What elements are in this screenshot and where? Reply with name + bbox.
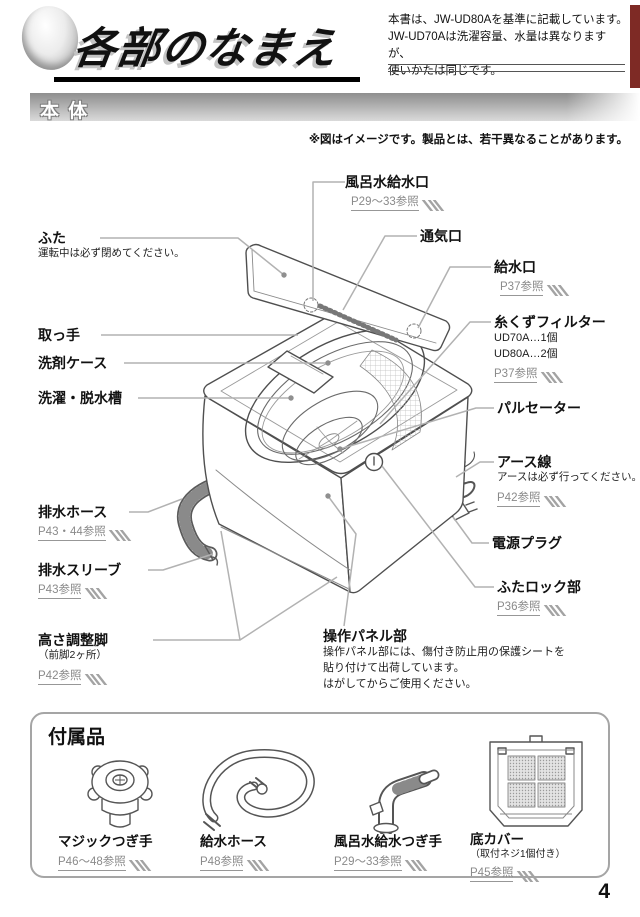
page-ref: P42参照 <box>497 489 640 507</box>
page-ref: P29～33参照 <box>351 193 445 211</box>
page-ref-text: P45参照 <box>470 864 514 882</box>
supply-hose-illustration <box>184 744 324 834</box>
page-ref-text: P43参照 <box>38 581 82 599</box>
page-ref: P36参照 <box>497 598 581 616</box>
model-note-line: 本書は、JW-UD80Aを基準に記載しています。 <box>388 14 628 26</box>
leader-dots <box>281 272 343 499</box>
page-flip-icon <box>546 285 570 296</box>
part-label-lid: ふた 運転中は必ず閉めてください。 <box>38 230 185 259</box>
page-ref: P48参照 <box>200 853 324 871</box>
page-title: 各部のなまえ <box>70 25 341 73</box>
page-flip-icon <box>540 372 564 383</box>
accessory-supply-hose: 給水ホース P48参照 <box>184 744 324 871</box>
part-label-control-panel: 操作パネル部 操作パネル部には、傷付き防止用の保護シートを 貼り付けて出荷してい… <box>323 628 565 690</box>
page-flip-icon <box>128 860 152 871</box>
page-ref: P29～33参照 <box>334 853 464 871</box>
page-flip-icon <box>404 860 428 871</box>
page-ref-text: P48参照 <box>200 853 244 871</box>
bottom-cover-illustration <box>470 732 602 832</box>
page-flip-icon <box>543 495 567 507</box>
accessory-bottom-cover: 底カバー （取付ネジ1個付き） P45参照 <box>470 732 602 882</box>
note-double-rule <box>388 64 625 72</box>
page-ref-text: P37参照 <box>500 278 544 296</box>
part-label-earth-wire: アース線 アースは必ず行ってください。 P42参照 <box>497 454 640 507</box>
page-ref-text: P43・44参照 <box>38 523 106 541</box>
page-ref-text: P42参照 <box>497 489 541 507</box>
page-ref-text: P36参照 <box>497 598 541 616</box>
page-ref: P37参照 <box>494 365 606 383</box>
part-label-bath-water-inlet: 風呂水給水口 P29～33参照 <box>345 174 445 211</box>
section-title: 本 体 <box>40 101 90 122</box>
page-ref: P46～48参照 <box>58 853 182 871</box>
part-label-leveling-feet: 高さ調整脚 （前脚2ヶ所） P42参照 <box>38 632 108 685</box>
page-flip-icon <box>246 860 270 871</box>
part-label-power-plug: 電源プラグ <box>492 535 562 551</box>
part-label-handle: 取っ手 <box>38 327 80 343</box>
part-label-drain-hose: 排水ホース P43・44参照 <box>38 504 132 541</box>
accessory-bath-water-joint: 風呂水給水つぎ手 P29～33参照 <box>334 758 464 871</box>
page-ref: P43・44参照 <box>38 523 132 541</box>
section-bar: 本 体 <box>30 93 640 122</box>
part-label-wash-tub: 洗濯・脱水槽 <box>38 390 122 406</box>
part-label-drain-sleeve: 排水スリーブ P43参照 <box>38 562 121 599</box>
page-ref: P45参照 <box>470 864 602 882</box>
page-ref-text: P37参照 <box>494 365 538 383</box>
part-label-air-vent: 通気口 <box>420 228 462 244</box>
page-flip-icon <box>108 530 132 541</box>
accessories-title: 付属品 <box>48 727 106 748</box>
part-label-detergent-case: 洗剤ケース <box>38 355 108 371</box>
chapter-tab <box>630 5 640 88</box>
page-ref: P43参照 <box>38 581 121 599</box>
part-label-water-inlet: 給水口 P37参照 <box>494 259 570 296</box>
page-number: 4 <box>598 880 610 903</box>
page-ref: P42参照 <box>38 667 108 685</box>
page-ref-text: P42参照 <box>38 667 82 685</box>
magic-joint-illustration <box>58 754 182 834</box>
page-ref-text: P29～33参照 <box>334 853 402 871</box>
page-ref-text: P29～33参照 <box>351 193 419 211</box>
part-label-pulsator: パルセーター <box>497 400 581 416</box>
page-flip-icon <box>421 200 445 211</box>
model-note-line: JW-UD70Aは洗濯容量、水量は異なりますが、 <box>388 31 607 60</box>
page-flip-icon <box>84 588 108 599</box>
page-flip-icon <box>84 673 108 685</box>
accessory-magic-joint: マジックつぎ手 P46～48参照 <box>58 754 182 871</box>
bath-water-joint-illustration <box>334 758 464 834</box>
image-disclaimer: ※図はイメージです。製品とは、若干異なることがあります。 <box>308 134 628 146</box>
page-ref-text: P46～48参照 <box>58 853 126 871</box>
page-ref: P37参照 <box>500 278 570 296</box>
title-underline <box>54 77 360 82</box>
page-flip-icon <box>543 605 567 616</box>
accessories-box: 付属品 マジックつぎ手 P46～48参照 <box>30 712 610 882</box>
part-label-lint-filter: 糸くずフィルター UD70A…1個 UD80A…2個 P37参照 <box>494 314 606 383</box>
part-label-lid-lock: ふたロック部 P36参照 <box>497 579 581 616</box>
page-flip-icon <box>516 871 540 882</box>
machine-body-drawing <box>176 243 478 594</box>
